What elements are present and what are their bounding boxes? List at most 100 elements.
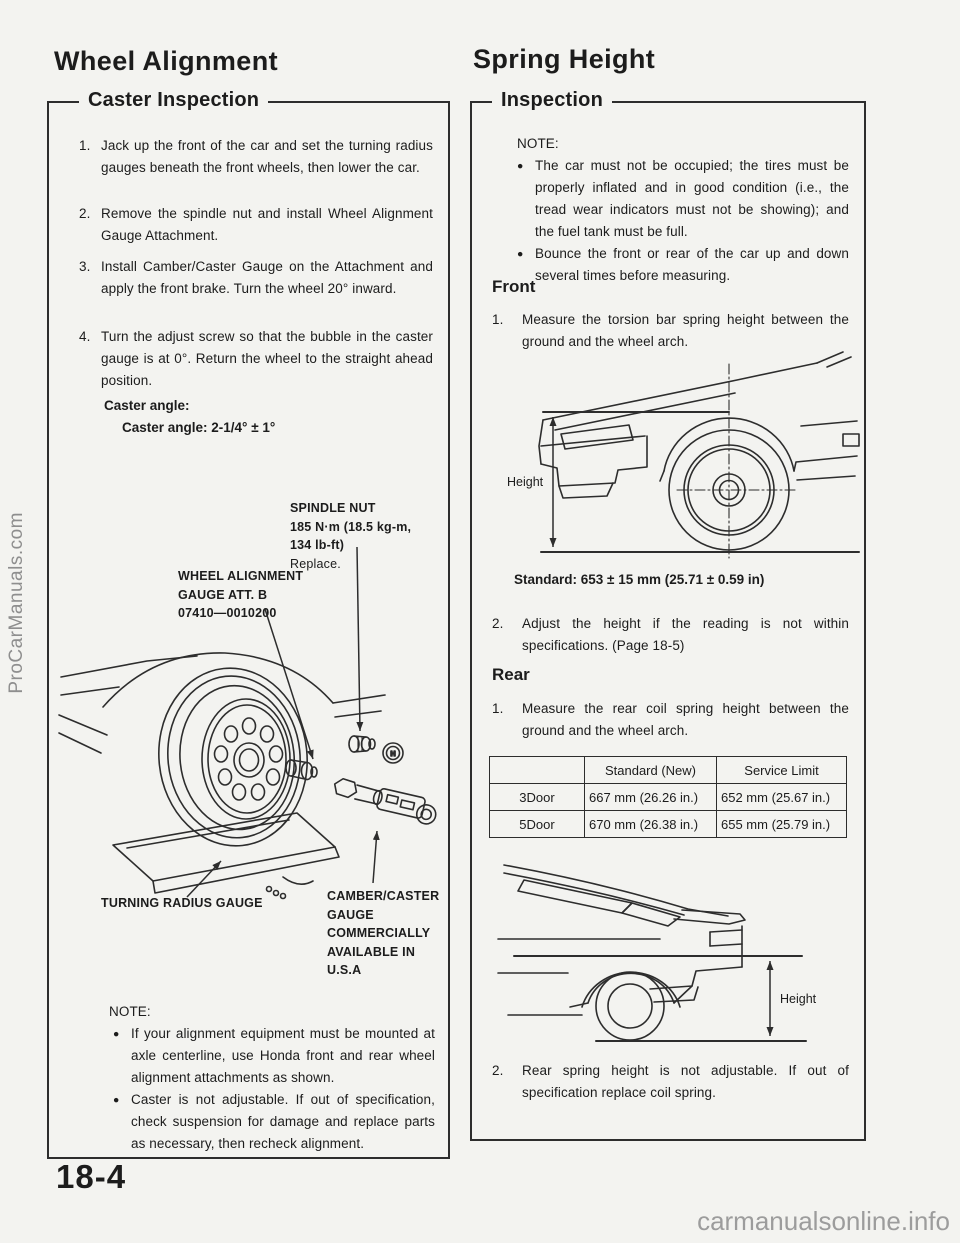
note-text: If your alignment equipment must be moun… [131, 1026, 435, 1085]
car-body-lines [58, 652, 386, 754]
camber-caster-label-line: CAMBER/CASTER [327, 889, 440, 903]
spring-height-title: Spring Height [473, 44, 656, 74]
table-row: 5Door 670 mm (26.38 in.) 655 mm (25.79 i… [489, 810, 847, 838]
standard-value: 670 mm (26.38 in.) [584, 810, 717, 838]
rear-step-2: 2. Rear spring height is not adjustable.… [492, 1060, 849, 1104]
step-text: Remove the spindle nut and install Wheel… [101, 206, 433, 243]
step-number: 2. [79, 206, 91, 221]
cap-letter: H [390, 751, 395, 758]
note-item: ● Caster is not adjustable. If out of sp… [113, 1089, 435, 1155]
step-number: 1. [492, 312, 504, 327]
note-list: ● If your alignment equipment must be mo… [113, 1023, 435, 1155]
tire [158, 667, 308, 847]
step-number: 1. [79, 138, 91, 153]
hub-cap: H [382, 742, 404, 764]
step-1: 1. Jack up the front of the car and set … [79, 135, 433, 179]
bullet-icon: ● [517, 160, 524, 172]
row-label: 3Door [489, 783, 585, 811]
camber-caster-label-line: AVAILABLE IN [327, 944, 416, 959]
step-number: 2. [492, 1063, 504, 1078]
spring-height-panel: Inspection NOTE: ● The car must not be o… [470, 89, 866, 1141]
rear-car-outline [497, 864, 746, 1016]
table-header-row: Standard (New) Service Limit [489, 756, 847, 784]
spindle-nut-label-line: 185 N·m (18.5 kg-m, [290, 519, 412, 534]
spindle-nut-label: SPINDLE NUT 185 N·m (18.5 kg-m, 134 lb-f… [290, 499, 411, 573]
note-heading: NOTE: [517, 136, 559, 151]
step-number: 1. [492, 701, 504, 716]
camber-caster-label-line: U.S.A [327, 963, 362, 977]
front-car-outline [538, 351, 860, 499]
note-text: Caster is not adjustable. If out of spec… [131, 1092, 435, 1151]
step-text: Measure the torsion bar spring height be… [522, 312, 849, 349]
wheel-alignment-title: Wheel Alignment [54, 46, 279, 76]
spindle-nut-replace-note: Replace. [290, 556, 341, 571]
standard-value: 667 mm (26.26 in.) [584, 783, 717, 811]
step-number: 4. [79, 329, 91, 344]
step-4: 4. Turn the adjust screw so that the bub… [79, 326, 433, 392]
rear-height-label: Height [780, 992, 817, 1006]
row-label: 5Door [489, 810, 585, 838]
page-number: 18-4 [56, 1158, 127, 1195]
rear-height-illustration: Height [497, 864, 817, 1042]
step-text: Adjust the height if the reading is not … [522, 616, 849, 653]
caster-angle-value: Caster angle: 2-1/4° ± 1° [122, 420, 276, 435]
step-text: Rear spring height is not adjustable. If… [522, 1063, 849, 1100]
callout-arrows [186, 546, 380, 898]
turning-radius-gauge-plate [112, 812, 340, 900]
service-limit-value: 655 mm (25.79 in.) [716, 810, 847, 838]
front-step-1: 1. Measure the torsion bar spring height… [492, 309, 849, 353]
step-text: Install Camber/Caster Gauge on the Attac… [101, 259, 433, 296]
turning-radius-gauge-label: TURNING RADIUS GAUGE [101, 896, 263, 910]
rear-heading: Rear [492, 665, 530, 684]
table-header-standard: Standard (New) [584, 756, 717, 784]
step-2: 2. Remove the spindle nut and install Wh… [79, 203, 433, 247]
note-list: ● The car must not be occupied; the tire… [517, 155, 849, 287]
step-number: 2. [492, 616, 504, 631]
caster-angle-heading: Caster angle: [104, 398, 190, 413]
spindle-nut-label-line: SPINDLE NUT [290, 501, 376, 515]
rear-wheel [595, 971, 665, 1041]
caster-inspection-panel: Caster Inspection 1. Jack up the front o… [47, 89, 450, 1159]
rear-spring-height-table: Standard (New) Service Limit 3Door 667 m… [489, 756, 847, 838]
front-height-illustration: Height [507, 351, 860, 559]
step-text: Turn the adjust screw so that the bubble… [101, 329, 433, 388]
step-number: 3. [79, 259, 91, 274]
step-3: 3. Install Camber/Caster Gauge on the At… [79, 256, 433, 300]
gauge-attachment-stud [285, 759, 318, 781]
spindle-nut-label-line: 134 lb-ft) [290, 538, 345, 552]
wheel-rim [201, 698, 291, 820]
camber-caster-label-line: GAUGE [327, 907, 374, 922]
note-item: ● Bounce the front or rear of the car up… [517, 243, 849, 287]
side-watermark: ProCarManuals.com [6, 512, 27, 694]
note-item: ● If your alignment equipment must be mo… [113, 1023, 435, 1089]
camber-caster-gauge [333, 777, 437, 825]
front-step-2: 2. Adjust the height if the reading is n… [492, 613, 849, 657]
front-standard-spec: Standard: 653 ± 15 mm (25.71 ± 0.59 in) [514, 572, 765, 587]
camber-caster-label-line: COMMERCIALLY [327, 926, 431, 940]
gauge-attachment-label-line: GAUGE ATT. B [178, 587, 268, 602]
note-heading: NOTE: [109, 1004, 151, 1019]
step-text: Jack up the front of the car and set the… [101, 138, 433, 175]
spindle-nut [348, 735, 376, 753]
front-heading: Front [492, 277, 536, 296]
table-header-blank [489, 756, 585, 784]
camber-caster-gauge-label: CAMBER/CASTER GAUGE COMMERCIALLY AVAILAB… [327, 887, 439, 980]
bullet-icon: ● [113, 1028, 120, 1040]
step-text: Measure the rear coil spring height betw… [522, 701, 849, 738]
spring-height-panel-title: Inspection [492, 89, 613, 112]
rear-step-1: 1. Measure the rear coil spring height b… [492, 698, 849, 742]
gauge-attachment-label-line: 07410—0010200 [178, 606, 277, 620]
gauge-attachment-label-line: WHEEL ALIGNMENT [178, 569, 304, 583]
note-text: Bounce the front or rear of the car up a… [535, 246, 849, 283]
bullet-icon: ● [517, 248, 524, 260]
front-height-label: Height [507, 475, 544, 489]
table-row: 3Door 667 mm (26.26 in.) 652 mm (25.67 i… [489, 783, 847, 811]
bottom-watermark: carmanualsonline.info [697, 1206, 950, 1236]
caster-inspection-illustration: H [58, 546, 437, 900]
service-limit-value: 652 mm (25.67 in.) [716, 783, 847, 811]
bullet-icon: ● [113, 1094, 120, 1106]
gauge-attachment-label: WHEEL ALIGNMENT GAUGE ATT. B 07410—00102… [178, 567, 303, 623]
table-header-service-limit: Service Limit [716, 756, 847, 784]
caster-inspection-panel-title: Caster Inspection [79, 89, 269, 112]
